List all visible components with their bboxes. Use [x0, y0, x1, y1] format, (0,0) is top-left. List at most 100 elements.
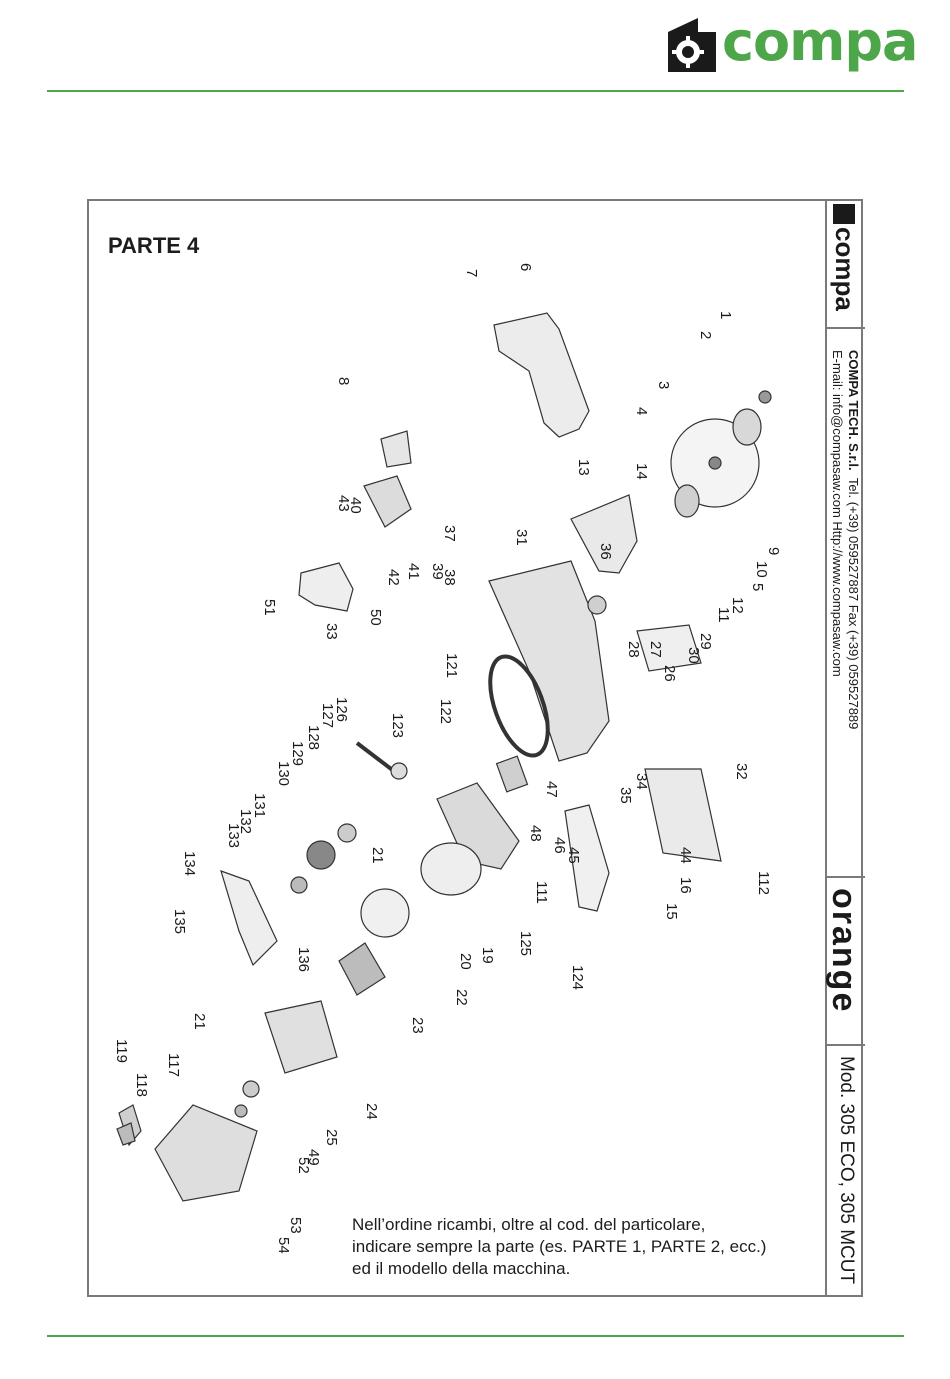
stator — [264, 1000, 338, 1074]
part-number: 36 — [597, 543, 614, 560]
part-number: 130 — [275, 761, 292, 786]
title-block-brand-text: compa — [830, 227, 860, 311]
bushing — [587, 595, 607, 615]
part-number: 16 — [677, 877, 694, 894]
part-number: 135 — [171, 909, 188, 934]
title-block-divider — [827, 327, 865, 329]
part-number: 131 — [251, 793, 268, 818]
part-number: 29 — [697, 633, 714, 650]
part-number: 39 — [429, 563, 446, 580]
part-number: 27 — [647, 641, 664, 658]
part-number: 126 — [333, 697, 350, 722]
part-number: 118 — [133, 1073, 150, 1097]
part-number: 34 — [633, 773, 650, 790]
part-number: 21 — [369, 847, 386, 864]
part-number: 28 — [625, 641, 642, 658]
base-plate — [644, 768, 722, 862]
part-number-labels: 1 2 3 4 5 6 7 8 9 10 11 12 13 14 15 16 1… — [113, 263, 782, 1254]
part-number: 43 — [335, 495, 352, 512]
main-body — [488, 560, 610, 762]
part-number: 9 — [765, 547, 782, 555]
part-number: 32 — [733, 763, 750, 780]
part-number: 122 — [437, 699, 454, 724]
part-number: 124 — [569, 965, 586, 990]
part-number: 133 — [225, 823, 242, 848]
part-number: 41 — [405, 563, 422, 580]
part-number: 125 — [517, 931, 534, 956]
stator-bearing — [242, 1080, 260, 1098]
part-number: 23 — [409, 1017, 426, 1034]
cable-gland — [116, 1122, 136, 1146]
handle — [298, 562, 354, 612]
part-number: 49 — [305, 1149, 322, 1166]
gear-washer — [337, 823, 357, 843]
part-number: 121 — [443, 653, 460, 678]
part-number: 54 — [275, 1237, 292, 1254]
part-number: 119 — [113, 1039, 130, 1063]
exploded-view-diagram: 1 2 3 4 5 6 7 8 9 10 11 12 13 14 15 16 1… — [113, 263, 782, 1254]
title-block-divider — [827, 876, 865, 878]
part-number: 7 — [463, 269, 480, 277]
part-number: 21 — [191, 1013, 208, 1030]
armature — [338, 942, 386, 996]
part-number: 2 — [697, 331, 714, 339]
blade-guard — [493, 312, 590, 438]
compa-logo: compa ® — [668, 10, 918, 76]
part-number: 24 — [363, 1103, 380, 1120]
part-number: 22 — [453, 989, 470, 1006]
model-name: Mod. 305 ECO, 305 MCUT — [836, 1056, 857, 1285]
motor-cover — [363, 475, 412, 528]
part-number: 127 — [319, 703, 336, 728]
part-number: 30 — [685, 647, 702, 664]
part-number: 14 — [633, 463, 650, 480]
part-number: 20 — [457, 953, 474, 970]
part-title: PARTE 4 — [108, 233, 200, 258]
part-number: 48 — [527, 825, 544, 842]
ordering-note: Nell’ordine ricambi, oltre al cod. del p… — [352, 1214, 766, 1280]
company-info: COMPA TECH. S.r.l. Tel. (+39) 059527887 … — [829, 350, 861, 729]
part-number: 33 — [323, 623, 340, 640]
part-number: 11 — [715, 607, 732, 623]
part-number: 15 — [663, 903, 680, 920]
part-number: 51 — [261, 599, 278, 616]
part-number: 132 — [237, 809, 254, 834]
guard-bracket — [380, 430, 412, 468]
part-number: 10 — [753, 561, 770, 578]
contact-web: E-mail: info@compasaw.com Http://www.com… — [830, 350, 845, 677]
title-block-brand: compa — [829, 204, 860, 311]
part-number: 42 — [385, 569, 402, 586]
part-number: 40 — [347, 497, 364, 514]
part-number: 26 — [661, 665, 678, 682]
footer-rule — [47, 1335, 904, 1337]
motor-housing — [154, 1104, 258, 1202]
brand-wordmark: compa — [722, 10, 918, 73]
orange-line-logo: orange — [825, 888, 863, 1014]
part-number: 44 — [677, 847, 694, 864]
part-number: 13 — [575, 459, 592, 476]
part-number: 3 — [655, 381, 672, 389]
part-number: 38 — [441, 569, 458, 586]
part-number: 136 — [295, 947, 312, 972]
drawing-frame — [87, 199, 863, 1297]
part-number: 52 — [295, 1157, 312, 1174]
part-number: 134 — [181, 851, 198, 876]
drive-belt — [488, 654, 550, 758]
title-block — [825, 199, 865, 1297]
inner-flange — [674, 484, 700, 518]
part-number: 6 — [517, 263, 534, 271]
part-number: 1 — [717, 311, 734, 319]
part-number: 117 — [165, 1053, 182, 1077]
part-number: 53 — [287, 1217, 304, 1234]
blade-nut — [758, 390, 772, 404]
part-number: 128 — [305, 725, 322, 750]
gear-ring — [420, 842, 482, 896]
part-number: 4 — [633, 407, 650, 415]
drive-pulley — [495, 755, 529, 793]
header-rule — [47, 90, 904, 92]
registered-mark: ® — [900, 30, 908, 41]
company-name: COMPA TECH. S.r.l. — [846, 350, 861, 471]
ordering-note-line: ed il modello della macchina. — [352, 1259, 571, 1278]
compa-small-logo-icon — [833, 204, 856, 224]
part-number: 46 — [551, 837, 568, 854]
part-number: 129 — [289, 741, 306, 766]
